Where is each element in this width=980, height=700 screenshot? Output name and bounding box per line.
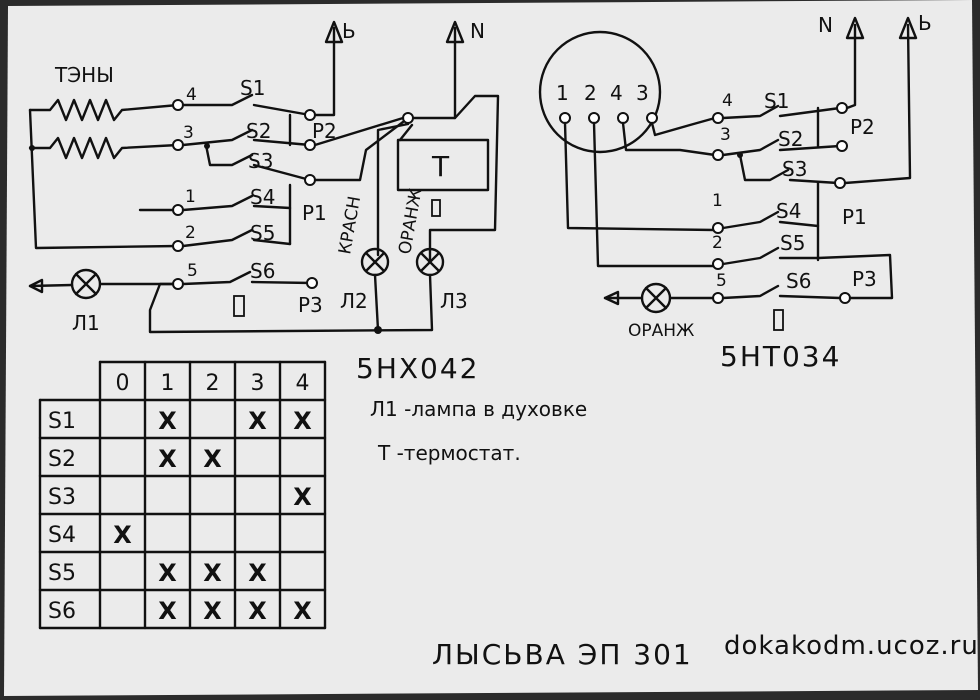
footer-site: dokakodm.ucoz.ru — [724, 631, 979, 661]
r-switch-s3: S3 — [782, 157, 807, 181]
r-terminal-3: 3 — [720, 125, 731, 145]
right-circuit: 1 2 4 3 4 3 1 2 5 S1 S2 S3 S4 S5 S6 — [538, 11, 932, 373]
switch-s5: S5 — [250, 221, 275, 245]
r-phase-label: Ь — [918, 11, 932, 35]
terminal-5: 5 — [187, 261, 198, 281]
r-relay-p3: P3 — [852, 267, 877, 291]
table-cell-mark: X — [203, 559, 222, 587]
dial-terminal-3: 3 — [636, 81, 649, 105]
footer-title: ЛЫСЬВА ЭП 301 — [432, 638, 693, 671]
table-col-header: 3 — [251, 371, 265, 396]
table-row-label: S1 — [48, 409, 76, 434]
r-switch-s6: S6 — [786, 269, 811, 293]
terminal-2: 2 — [185, 223, 196, 243]
switch-s1: S1 — [240, 76, 265, 100]
table-cell-mark: X — [248, 559, 267, 587]
relay-p3: P3 — [298, 293, 323, 317]
dial-terminal-4: 4 — [610, 81, 623, 105]
table-cell-mark: X — [113, 521, 132, 549]
relay-p1: P1 — [302, 201, 327, 225]
table-row-label: S4 — [48, 523, 76, 548]
table-cell-mark: X — [248, 597, 267, 625]
terminal-4: 4 — [186, 85, 197, 105]
table-row-label: S5 — [48, 561, 76, 586]
switch-s3: S3 — [248, 149, 273, 173]
table-row-label: S6 — [48, 599, 76, 624]
r-switch-s1: S1 — [764, 89, 789, 113]
table-col-header: 0 — [116, 371, 130, 396]
thermostat-label: Т — [431, 150, 451, 183]
r-relay-p1: P1 — [842, 205, 867, 229]
table-cell-mark: X — [293, 597, 312, 625]
left-circuit: ТЭНЫ 4 3 1 2 5 S1 S2 S3 S4 S5 S6 — [28, 19, 500, 385]
switch-dial — [538, 30, 662, 154]
r-switch-s2: S2 — [778, 127, 803, 151]
table-col-header: 2 — [206, 371, 220, 396]
lamp-l1: Л1 — [72, 311, 100, 335]
left-model: 5НХ042 — [356, 352, 480, 385]
r-terminal-5: 5 — [716, 271, 727, 291]
r-switch-s5: S5 — [780, 231, 805, 255]
table-cell-mark: X — [293, 407, 312, 435]
table-cell-mark: X — [158, 597, 177, 625]
heaters-label: ТЭНЫ — [54, 63, 114, 87]
table-row-label: S2 — [48, 447, 76, 472]
r-switch-s4: S4 — [776, 199, 801, 223]
lamp-l3: Л3 — [440, 289, 468, 313]
table-cell-mark: X — [248, 407, 267, 435]
r-neutral-label: N — [818, 13, 833, 37]
phase-label: Ь — [342, 19, 356, 43]
r-relay-p2: P2 — [850, 115, 875, 139]
lamp-l2: Л2 — [340, 289, 368, 313]
table-cell-mark: X — [293, 483, 312, 511]
terminal-1: 1 — [185, 187, 196, 207]
table-cell-mark: X — [203, 445, 222, 473]
table-col-header: 4 — [296, 371, 310, 396]
r-terminal-2: 2 — [712, 233, 723, 253]
table-cell-mark: X — [158, 407, 177, 435]
thermostat-box — [396, 138, 490, 192]
legend-lamp: Л1 -лампа в духовке — [370, 397, 587, 421]
table-cell-mark: X — [158, 559, 177, 587]
terminal-3: 3 — [183, 123, 194, 143]
dial-terminal-2: 2 — [584, 81, 597, 105]
r-lamp-color: ОРАНЖ — [628, 321, 694, 341]
switch-s4: S4 — [250, 185, 275, 209]
neutral-label: N — [470, 19, 485, 43]
table-cell-mark: X — [158, 445, 177, 473]
switch-s2: S2 — [246, 119, 271, 143]
right-model: 5НТ034 — [720, 340, 841, 373]
r-terminal-1: 1 — [712, 191, 723, 211]
r-terminal-4: 4 — [722, 91, 733, 111]
table-row-label: S3 — [48, 485, 76, 510]
table-col-header: 1 — [161, 371, 175, 396]
dial-terminal-1: 1 — [556, 81, 569, 105]
table-cell-mark: X — [203, 597, 222, 625]
paper — [4, 0, 978, 696]
legend-thermostat: Т -термостат. — [377, 441, 521, 465]
switch-s6: S6 — [250, 259, 275, 283]
